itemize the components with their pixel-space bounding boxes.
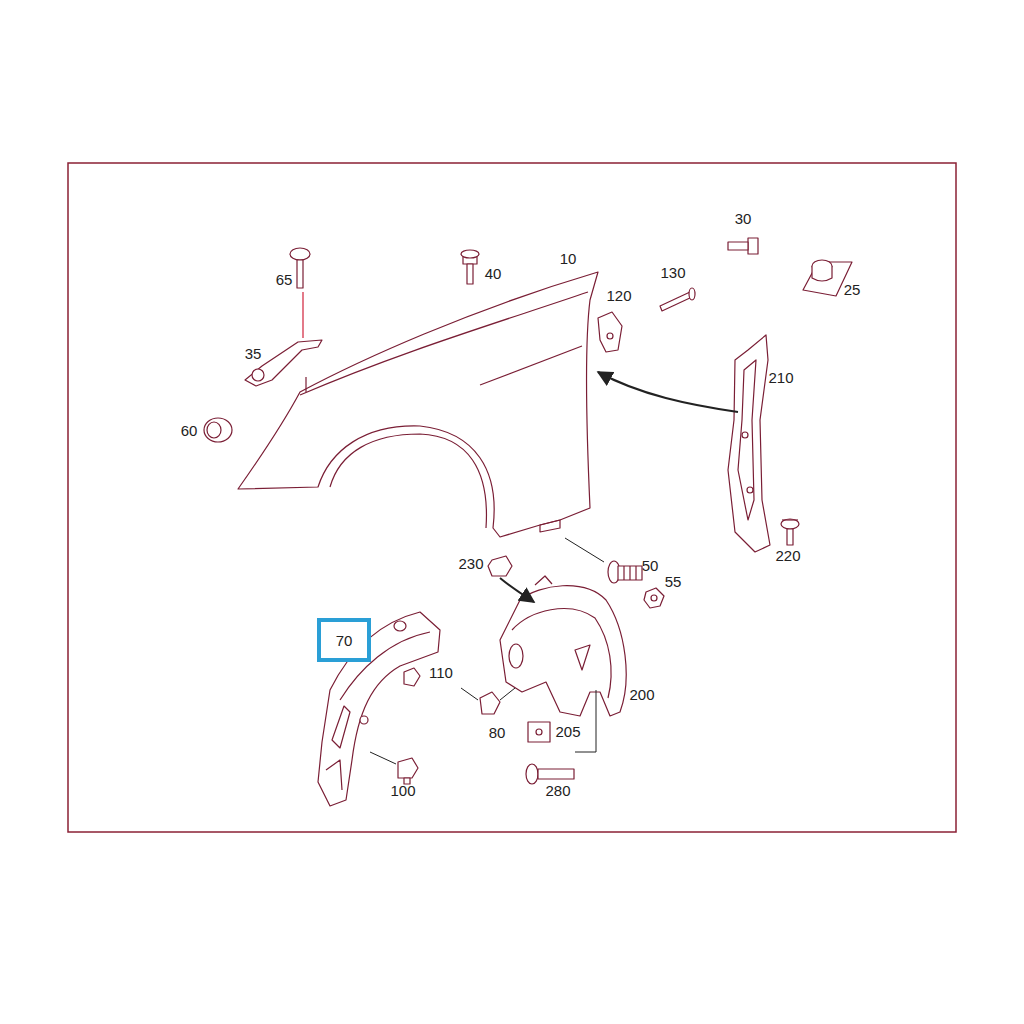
frame bbox=[68, 163, 956, 832]
drawing-part bbox=[302, 292, 303, 338]
callout-number: 205 bbox=[553, 723, 582, 740]
drawing-part bbox=[330, 434, 486, 528]
drawing-part bbox=[607, 333, 613, 339]
callout-number: 30 bbox=[733, 210, 754, 227]
callout-number: 280 bbox=[543, 782, 572, 799]
callout-number: 35 bbox=[243, 345, 264, 362]
drawing-part bbox=[781, 519, 799, 529]
drawing-part bbox=[318, 612, 440, 806]
drawing-part bbox=[370, 752, 396, 764]
drawing-part bbox=[207, 422, 221, 438]
drawing-part bbox=[728, 242, 748, 250]
drawing-part bbox=[660, 292, 692, 311]
drawing-part bbox=[598, 312, 622, 352]
drawing-part bbox=[742, 432, 748, 438]
callout-number: 25 bbox=[842, 281, 863, 298]
drawing-part bbox=[618, 566, 642, 580]
drawing-part bbox=[461, 250, 479, 258]
drawing-part bbox=[565, 538, 604, 562]
drawing-part bbox=[297, 260, 303, 288]
drawing-part bbox=[528, 722, 550, 742]
drawing-part bbox=[689, 288, 695, 300]
callout-number: 60 bbox=[179, 422, 200, 439]
drawing-part bbox=[538, 769, 574, 779]
callout-number: 65 bbox=[274, 271, 295, 288]
drawing-part bbox=[787, 529, 793, 545]
drawing-part bbox=[738, 360, 756, 520]
drawing-part bbox=[204, 418, 232, 442]
drawing-part bbox=[526, 764, 538, 784]
drawing-part bbox=[748, 238, 758, 254]
callout-number: 10 bbox=[558, 250, 579, 267]
callout-number: 200 bbox=[627, 686, 656, 703]
drawing-part bbox=[500, 578, 534, 602]
drawing-part bbox=[509, 644, 523, 668]
drawing-part bbox=[480, 692, 500, 714]
callout-number: 130 bbox=[658, 264, 687, 281]
drawing-part bbox=[305, 377, 306, 392]
drawing-part bbox=[467, 264, 473, 284]
drawing-part bbox=[651, 595, 657, 601]
callout-number: 40 bbox=[483, 265, 504, 282]
illustration bbox=[204, 238, 852, 806]
drawing-part bbox=[536, 729, 542, 735]
drawing-part bbox=[326, 760, 342, 790]
drawing-part bbox=[535, 576, 552, 585]
callout-number: 230 bbox=[456, 555, 485, 572]
drawing-part bbox=[644, 588, 664, 608]
callout-number: 70 bbox=[336, 633, 353, 648]
drawing-part bbox=[480, 346, 582, 385]
drawing-part bbox=[598, 372, 738, 412]
drawing-part bbox=[360, 716, 368, 724]
drawing-part bbox=[332, 706, 350, 748]
callout-number: 80 bbox=[487, 724, 508, 741]
drawing-part bbox=[398, 758, 418, 778]
drawing-part bbox=[575, 645, 590, 670]
drawing-part bbox=[728, 335, 770, 552]
callout-number: 120 bbox=[604, 287, 633, 304]
drawing-part bbox=[500, 586, 626, 716]
callout-number: 100 bbox=[388, 782, 417, 799]
callout-number: 50 bbox=[640, 557, 661, 574]
callout-number: 110 bbox=[427, 664, 455, 681]
drawing-part bbox=[238, 272, 598, 537]
drawing-part bbox=[747, 487, 753, 493]
drawing-part bbox=[488, 556, 512, 576]
highlight-box: 70 bbox=[317, 618, 371, 662]
drawing-part bbox=[500, 688, 515, 700]
drawing-part bbox=[512, 609, 611, 698]
drawing-part bbox=[575, 690, 596, 752]
drawing-part bbox=[394, 621, 406, 631]
leader-lines bbox=[370, 372, 738, 764]
callout-number: 220 bbox=[773, 547, 802, 564]
callout-number: 210 bbox=[766, 369, 795, 386]
drawing-part bbox=[461, 688, 478, 700]
drawing-part bbox=[540, 520, 560, 532]
drawing-part bbox=[812, 266, 832, 281]
drawing-part bbox=[252, 369, 264, 381]
drawing-part bbox=[624, 566, 636, 580]
drawing-part bbox=[300, 292, 588, 395]
drawing-part bbox=[782, 519, 798, 520]
drawing-part bbox=[404, 668, 420, 686]
callout-number: 55 bbox=[663, 573, 684, 590]
drawing-part bbox=[290, 248, 310, 260]
